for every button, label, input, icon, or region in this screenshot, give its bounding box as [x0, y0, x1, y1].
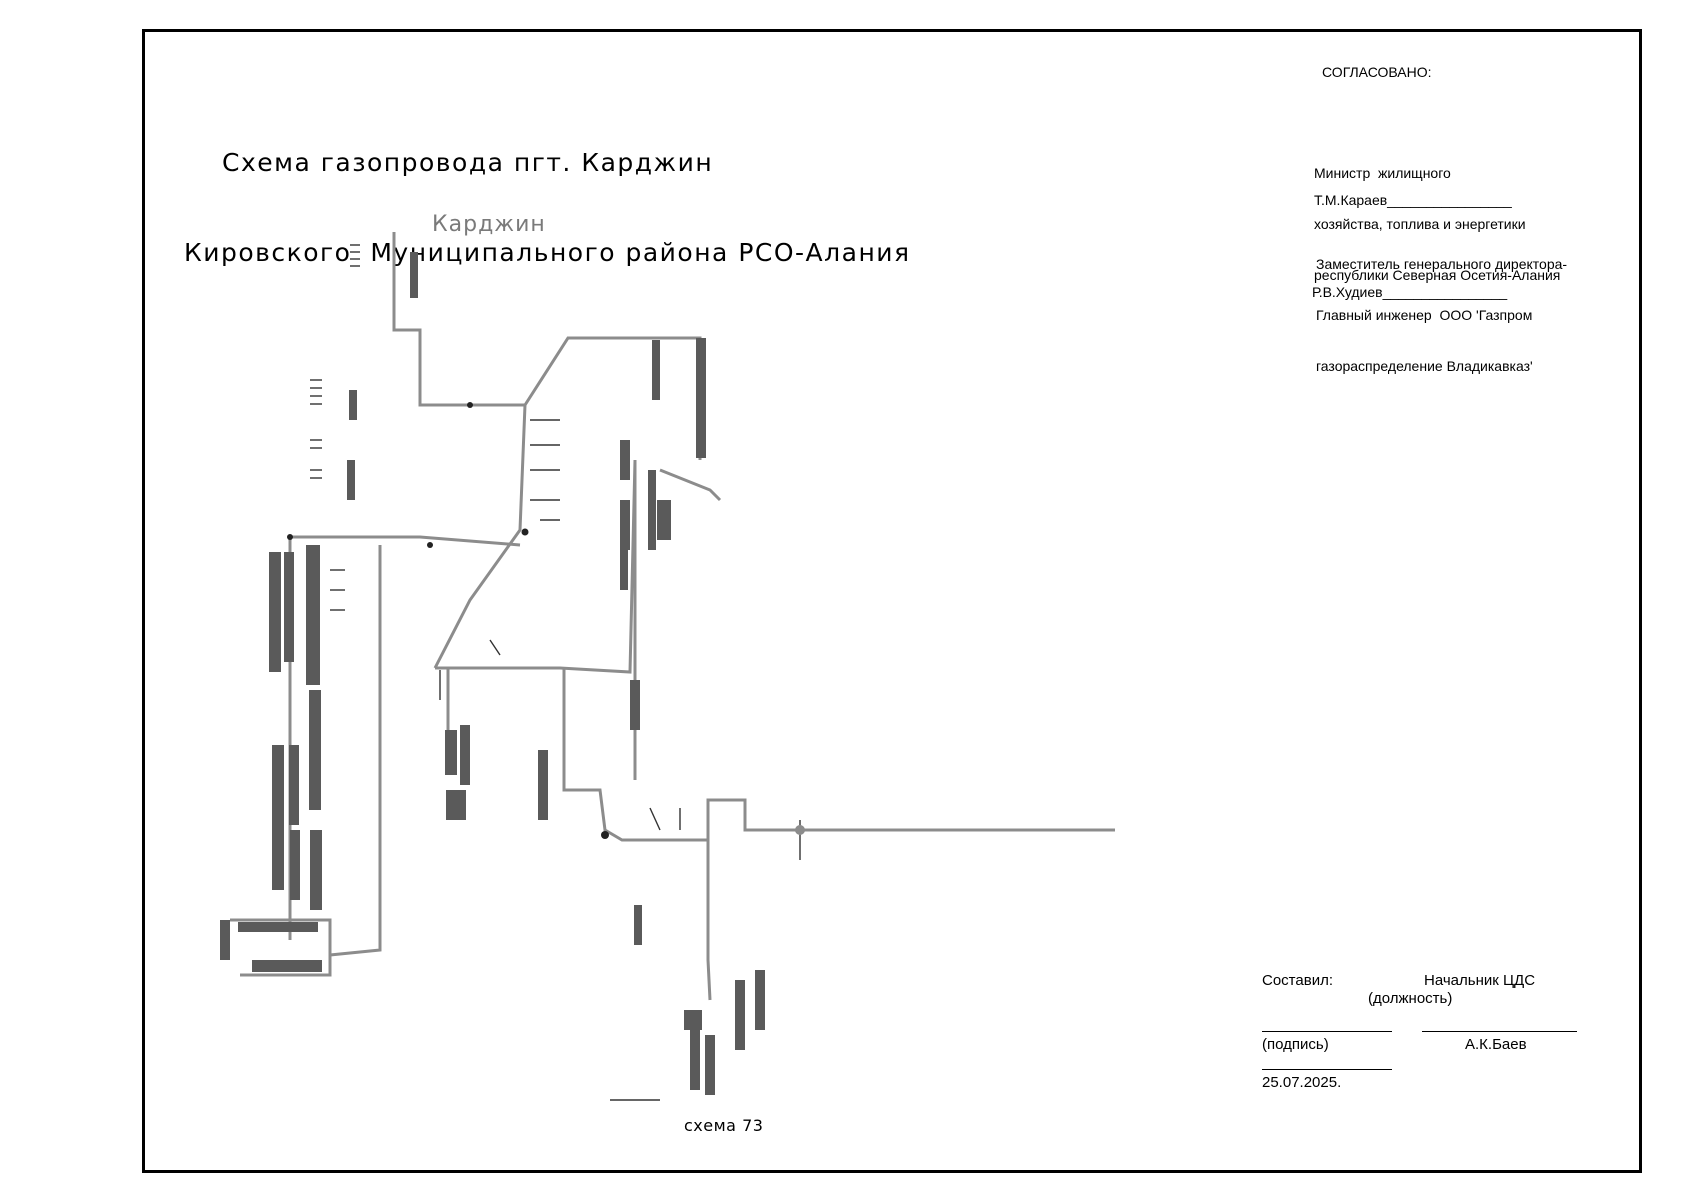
house-connections	[310, 244, 801, 1101]
signer1-name: Т.М.Караев________________	[1314, 192, 1512, 208]
signer1-position: Министр жилищного хозяйства, топлива и э…	[1314, 131, 1560, 301]
pipe-south	[706, 840, 712, 1001]
signer2-position-line: Главный инженер ООО 'Газпром	[1316, 307, 1533, 323]
compiled-position: Начальник ЦДС	[1424, 972, 1536, 989]
pipe-west	[290, 535, 521, 547]
drawing-title: Схема газопровода пгт. Карджин Кировског…	[184, 88, 911, 298]
signer1-position-line: хозяйства, топлива и энергетики	[1314, 216, 1526, 232]
pipe-south-link	[562, 668, 708, 842]
valves	[287, 402, 805, 839]
signer1-position-line: Министр жилищного	[1314, 165, 1451, 181]
compiled-date: 25.07.2025.	[1262, 1074, 1342, 1091]
compiled-label: Составил:	[1262, 972, 1333, 989]
position-caption: (должность)	[1368, 990, 1453, 1007]
settlement-label: Карджин	[432, 212, 546, 237]
date-line	[1262, 1069, 1392, 1070]
signer2-name: Р.В.Худиев________________	[1312, 284, 1508, 300]
pipe-southwest	[230, 918, 332, 977]
title-line-1: Схема газопровода пгт. Карджин	[222, 148, 714, 177]
signer1-position-line: республики Северная Осетия-Алания	[1314, 267, 1561, 283]
signer2-position-line: Заместитель генерального директора-	[1316, 256, 1568, 272]
signature-line	[1262, 1031, 1392, 1032]
pipe-middle	[435, 459, 637, 674]
pipe-center-elbow	[659, 468, 722, 502]
pipe-west-vertical	[329, 545, 382, 957]
signer2-position-line: газораспределение Владикавказ'	[1316, 358, 1533, 374]
pipe-north	[392, 232, 525, 407]
title-line-2: Кировского Муниципального района РСО-Ала…	[184, 238, 911, 267]
signer2-position: Заместитель генерального директора- Глав…	[1316, 222, 1567, 392]
signature-caption: (подпись)	[1262, 1036, 1329, 1053]
pipe-northeast	[523, 336, 702, 460]
compiler-name: А.К.Баев	[1465, 1036, 1527, 1053]
approval-heading: СОГЛАСОВАНО:	[1322, 64, 1432, 80]
consumer-blocks	[220, 252, 765, 1095]
drawing-frame	[142, 29, 1642, 1173]
main-pipelines	[230, 232, 1115, 1001]
pipe-diagonal	[433, 404, 527, 669]
pipe-east-main	[706, 798, 1115, 840]
name-line	[1422, 1031, 1577, 1032]
scheme-number: схема 73	[684, 1116, 764, 1135]
